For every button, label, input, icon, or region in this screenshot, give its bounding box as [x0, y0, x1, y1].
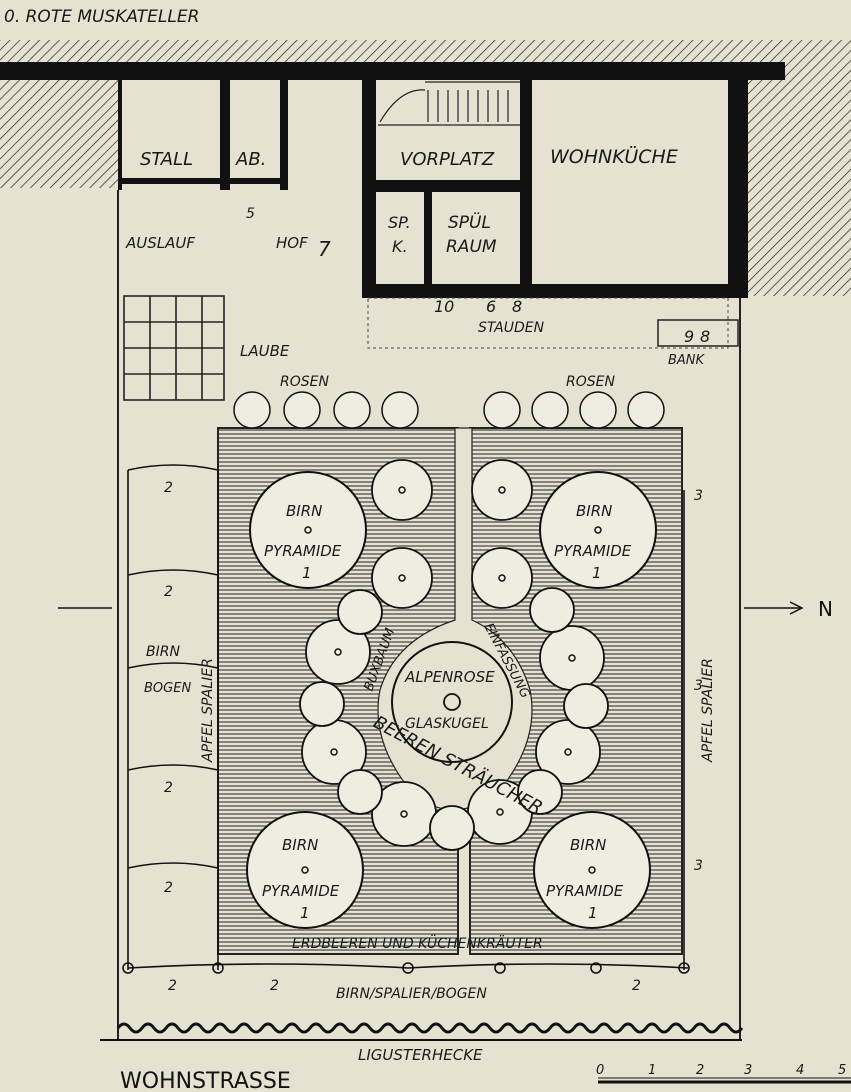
header-caption: 0. ROTE MUSKATELLER — [4, 7, 199, 27]
label-2-b: 2 — [164, 584, 173, 600]
label-stauden: STAUDEN — [478, 320, 545, 336]
label-8b: 8 — [700, 327, 710, 346]
label-wohnstrasse: WOHNSTRASSE — [120, 1069, 291, 1092]
label-9: 9 — [684, 327, 694, 346]
stauden-bed — [367, 297, 729, 349]
label-birn-sw: BIRN — [282, 836, 318, 854]
label-birn-se: BIRN — [570, 836, 606, 854]
scale-4: 4 — [796, 1063, 804, 1078]
label-birn-bogen-2: BOGEN — [144, 681, 191, 696]
label-3-b: 3 — [694, 678, 703, 694]
room-spuelraum-1: SPÜL — [448, 211, 491, 233]
label-ligusterhecke: LIGUSTERHECKE — [358, 1046, 483, 1064]
label-hof: HOF — [276, 234, 308, 252]
label-laube: LAUBE — [240, 342, 290, 360]
label-2-c: 2 — [164, 780, 173, 796]
room-vorplatz: VORPLATZ — [400, 149, 495, 170]
espalier-left — [127, 464, 219, 970]
berry-bushes — [299, 459, 609, 851]
scale-2: 2 — [696, 1063, 704, 1078]
scale-0: 0 — [596, 1063, 604, 1078]
label-3-a: 3 — [694, 488, 703, 504]
room-wohnkueche: WOHNKÜCHE — [550, 145, 678, 168]
scale-3: 3 — [744, 1063, 752, 1078]
room-stall: STALL — [140, 149, 193, 170]
label-erdbeeren: ERDBEEREN UND KÜCHENKRÄUTER — [292, 934, 543, 952]
label-one-se: 1 — [588, 904, 598, 922]
pear-tree-centers — [301, 526, 602, 874]
label-rosen-right: ROSEN — [566, 374, 615, 390]
label-pyramide-nw: PYRAMIDE — [264, 542, 342, 560]
label-2-d: 2 — [164, 880, 173, 896]
label-north: N — [818, 597, 833, 621]
label-auslauf: AUSLAUF — [125, 234, 195, 252]
label-pyramide-sw: PYRAMIDE — [262, 882, 340, 900]
room-speisekammer-1: SP. — [388, 213, 411, 232]
label-6: 6 — [486, 297, 496, 316]
label-birn-ne: BIRN — [576, 502, 612, 520]
label-7: 7 — [318, 237, 331, 261]
label-birn-nw: BIRN — [286, 502, 322, 520]
label-apfel-spalier-right: APFEL SPALIER — [700, 658, 716, 763]
label-pyramide-ne: PYRAMIDE — [554, 542, 632, 560]
label-3-c: 3 — [694, 858, 703, 874]
espalier-bottom — [122, 962, 690, 974]
room-abort: AB. — [235, 149, 266, 170]
room-spuelraum-2: RAUM — [446, 237, 497, 257]
label-alpenrose: ALPENROSE — [404, 668, 495, 686]
label-2-e: 2 — [168, 978, 177, 994]
bank-bench — [657, 319, 739, 347]
label-2-g: 2 — [632, 978, 641, 994]
label-pyramide-se: PYRAMIDE — [546, 882, 624, 900]
laube-trellis — [123, 295, 225, 401]
liguster-hedge — [116, 1022, 744, 1034]
label-apfel-spalier-left: APFEL SPALIER — [200, 658, 216, 763]
rose-bushes — [233, 391, 665, 429]
neighbor-building-right — [748, 80, 851, 296]
scale-5: 5 — [838, 1063, 846, 1078]
scale-bar: 0 1 2 3 4 5 — [596, 1063, 851, 1084]
room-speisekammer-2: K. — [392, 237, 408, 256]
label-birn-spalier-bogen: BIRN/SPALIER/BOGEN — [336, 986, 487, 1002]
pear-pyramid-trees — [246, 471, 657, 929]
label-glaskugel: GLASKUGEL — [405, 716, 489, 732]
alpenrose-bed — [391, 641, 513, 763]
north-arrow-head — [789, 601, 804, 615]
building-walls — [0, 62, 785, 298]
label-2-a: 2 — [164, 480, 173, 496]
label-rosen-left: ROSEN — [280, 374, 329, 390]
glaskugel-ornament — [443, 693, 461, 711]
label-bank: BANK — [668, 353, 706, 368]
label-8a: 8 — [512, 297, 522, 316]
berry-bush-centers — [330, 486, 576, 818]
label-2-f: 2 — [270, 978, 279, 994]
label-one-nw: 1 — [302, 564, 312, 582]
label-birn-bogen-1: BIRN — [146, 644, 180, 660]
label-one-ne: 1 — [592, 564, 602, 582]
scale-1: 1 — [648, 1063, 656, 1078]
label-10: 10 — [434, 297, 454, 316]
neighbor-building-left — [0, 80, 118, 188]
label-5: 5 — [246, 206, 255, 222]
staircase — [378, 81, 520, 126]
label-one-sw: 1 — [300, 904, 310, 922]
